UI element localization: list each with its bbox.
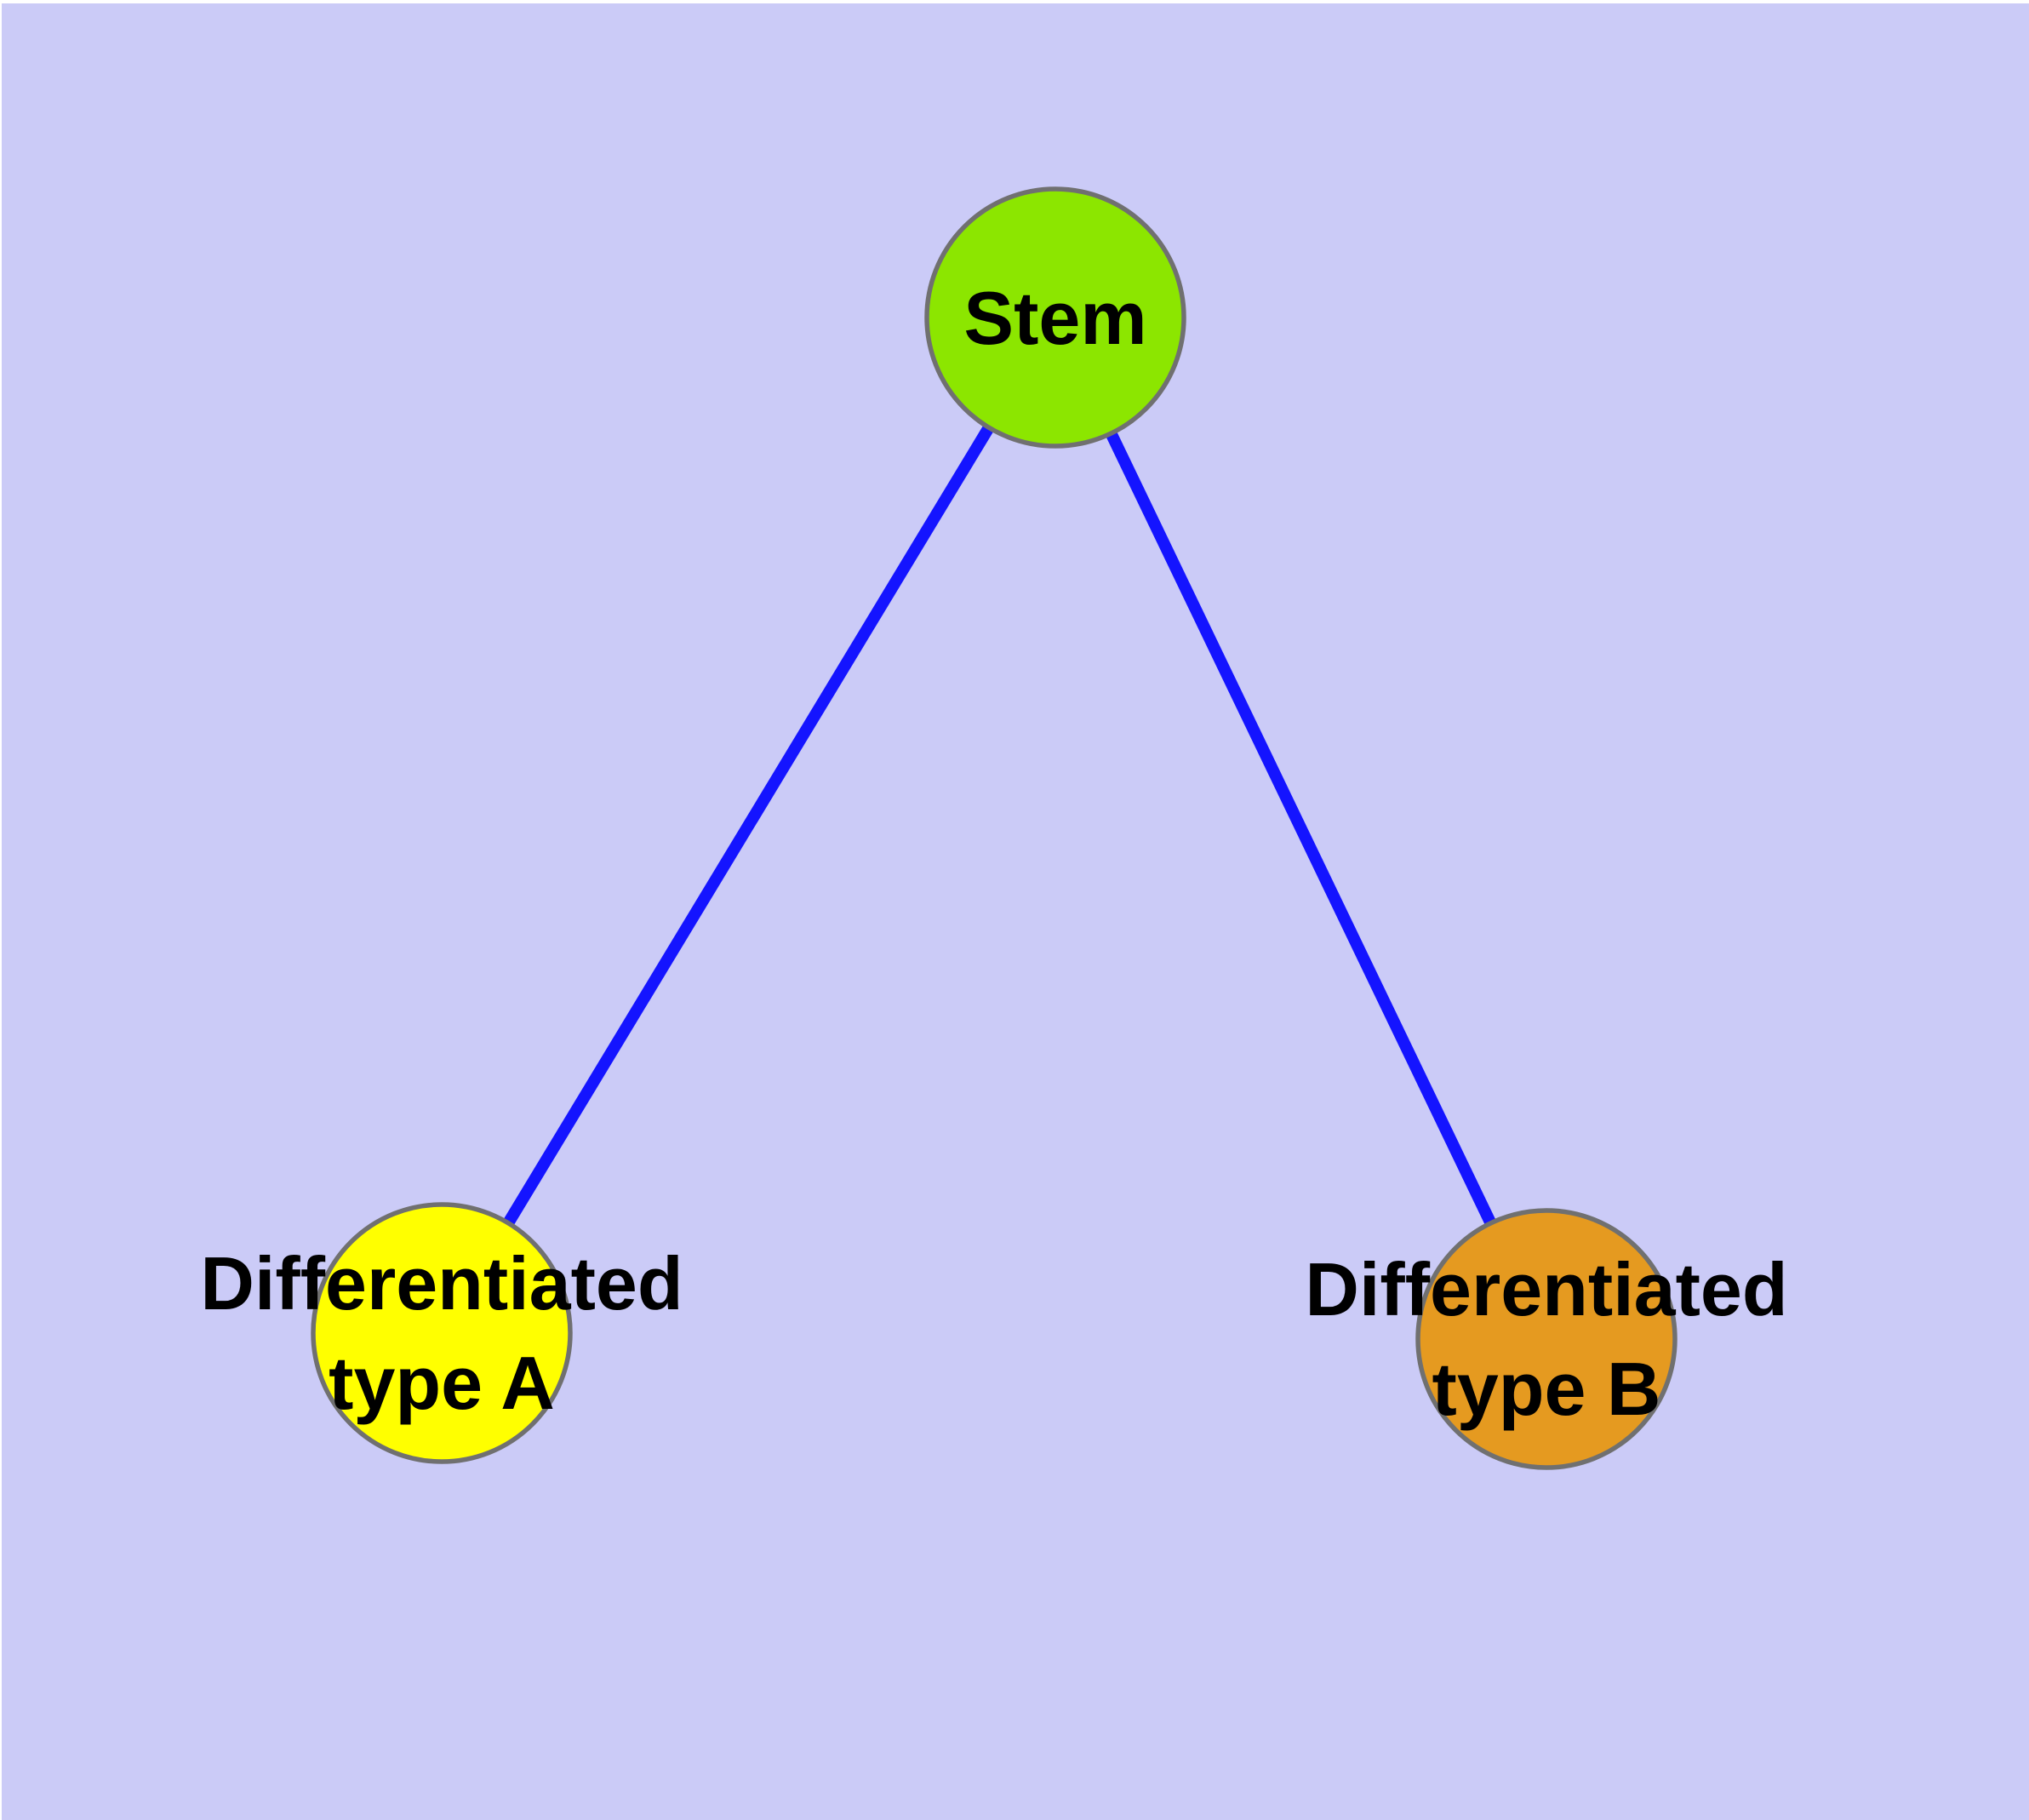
type-a-node-label-line1: Differentiated	[200, 1241, 683, 1325]
edge-stem-to-type-b	[1049, 314, 1552, 1342]
type-a-node-label-line2: type A	[329, 1341, 555, 1425]
node-differentiated-type-b: Differentiated type B	[1305, 1208, 1788, 1470]
stem-node-label: Stem	[963, 276, 1146, 360]
type-a-node-circle	[311, 1202, 573, 1464]
stem-node-circle	[924, 186, 1186, 449]
node-differentiated-type-a: Differentiated type A	[200, 1202, 683, 1464]
node-stem: Stem	[924, 186, 1186, 449]
type-b-node-label-line2: type B	[1432, 1347, 1661, 1431]
type-b-node-circle	[1415, 1208, 1677, 1470]
edge-stem-to-type-a	[437, 314, 1060, 1336]
type-b-node-label-line1: Differentiated	[1305, 1247, 1787, 1331]
